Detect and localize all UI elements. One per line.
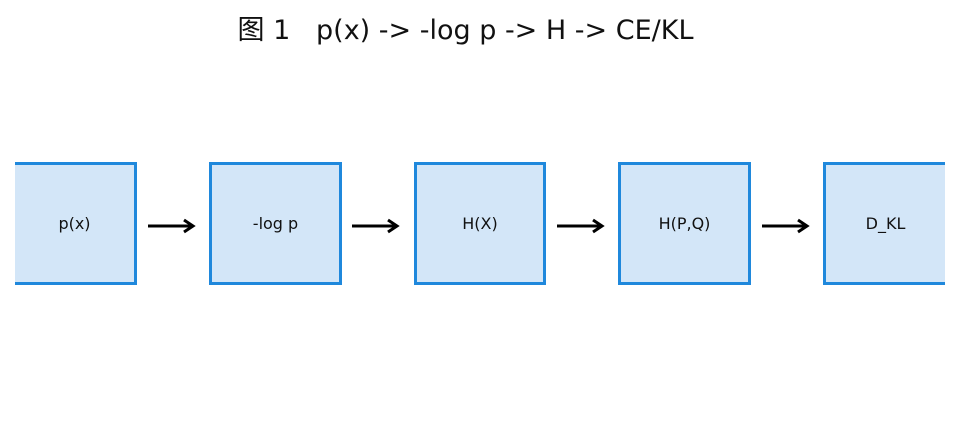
figure-title: 图 1 p(x) -> -log p -> H -> CE/KL [237, 15, 694, 46]
node-kl-divergence: D_KL [823, 162, 945, 285]
arrow-right-icon [762, 218, 810, 234]
node-probability-label: p(x) [58, 214, 91, 233]
node-entropy: H(X) [414, 162, 546, 285]
node-cross-entropy: H(P,Q) [618, 162, 751, 285]
node-entropy-label: H(X) [462, 214, 498, 233]
arrow-right-icon [352, 218, 400, 234]
node-kl-divergence-label: D_KL [865, 214, 906, 233]
node-surprisal-label: -log p [252, 214, 299, 233]
node-surprisal: -log p [209, 162, 342, 285]
node-probability: p(x) [15, 162, 137, 285]
arrow-right-icon [148, 218, 196, 234]
node-cross-entropy-label: H(P,Q) [658, 214, 711, 233]
arrow-right-icon [557, 218, 605, 234]
